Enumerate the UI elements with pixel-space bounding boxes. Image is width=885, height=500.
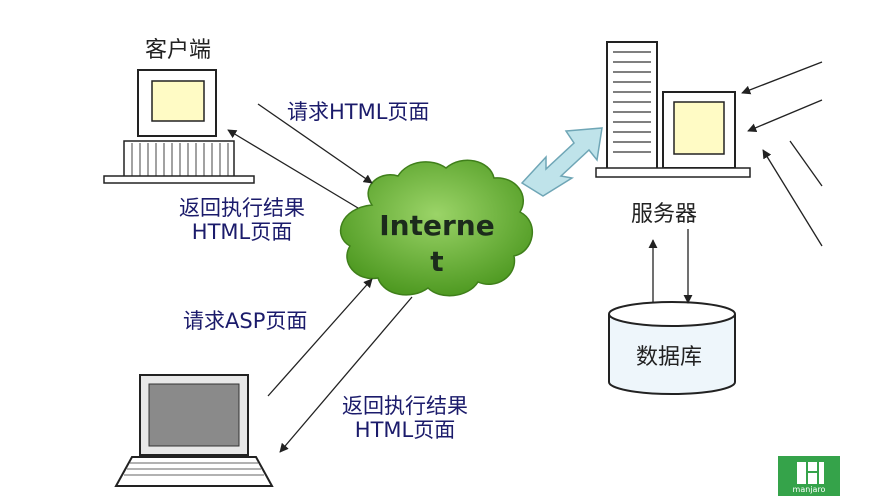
internet-cloud-icon [340, 159, 534, 297]
incoming-line-icon [789, 140, 823, 187]
client-desktop-icon [103, 69, 255, 184]
database-label: 数据库 [636, 345, 703, 370]
client-laptop-icon [114, 374, 274, 487]
double-arrow-icon [520, 127, 603, 197]
incoming-arrow-3-icon [762, 149, 823, 247]
return-result-text-1: 返回执行结果 [179, 196, 305, 220]
return-html-text-1: HTML页面 [191, 220, 293, 245]
request-html-label: 请求HTML页面 [287, 100, 430, 124]
database-icon [608, 301, 736, 395]
return-result-text-2: 返回执行结果 [342, 394, 468, 418]
return-result-label-1: 返回执行结果 HTML页面 [162, 196, 322, 244]
manjaro-logo-icon [778, 456, 840, 496]
watermark-text: manjaro [792, 485, 826, 494]
return-html-laptop-arrow-icon [279, 296, 413, 453]
client-label: 客户端 [145, 38, 212, 63]
manjaro-logo-mark-icon [797, 462, 824, 484]
internet-label-line1: Interne [379, 209, 495, 242]
internet-label: Interne t [362, 208, 512, 281]
request-asp-label: 请求ASP页面 [183, 309, 308, 333]
incoming-arrow-2-icon [747, 99, 823, 133]
return-html-text-2: HTML页面 [354, 418, 456, 443]
internet-label-line2: t [430, 245, 444, 279]
incoming-arrow-1-icon [741, 61, 823, 95]
return-result-label-2: 返回执行结果 HTML页面 [325, 394, 485, 442]
return-html-arrow-icon [227, 129, 359, 209]
server-icon [595, 41, 751, 178]
request-asp-arrow-icon [267, 278, 373, 397]
request-html-arrow-icon [257, 103, 373, 184]
server-label: 服务器 [631, 202, 698, 227]
